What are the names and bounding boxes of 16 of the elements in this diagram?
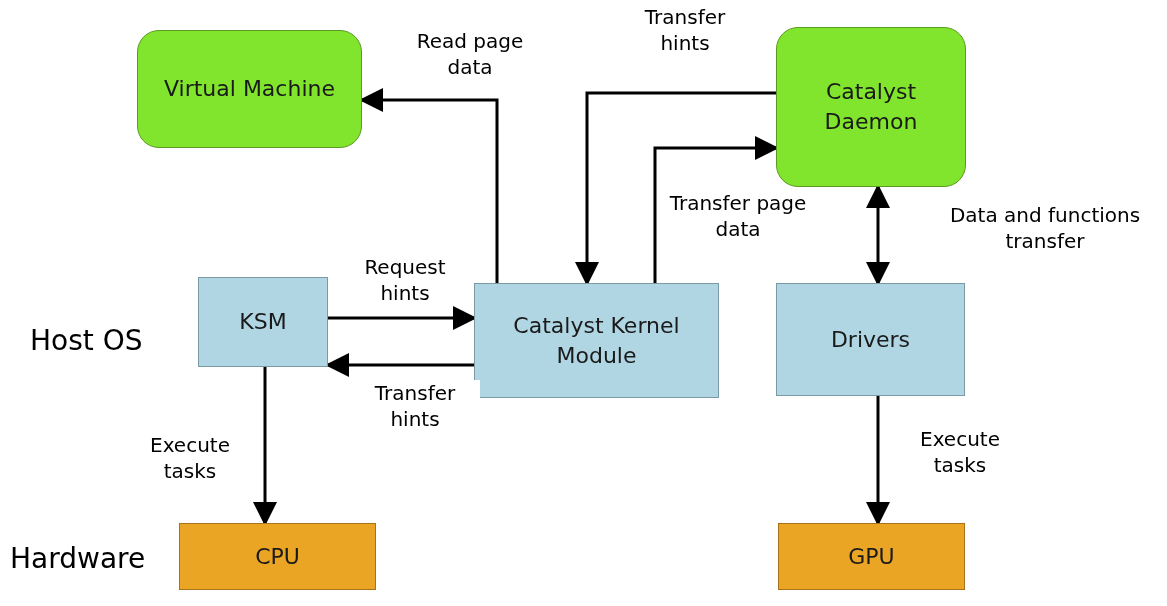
box-label: GPU xyxy=(848,542,895,571)
box-label: CPU xyxy=(255,542,300,571)
box-label: KSM xyxy=(239,308,287,336)
hardware-box xyxy=(179,523,376,590)
box-label: Catalyst Daemon xyxy=(823,78,919,136)
box-label: Drivers xyxy=(830,325,911,354)
component-box xyxy=(776,27,966,187)
hardware-box xyxy=(778,523,965,590)
box-label: Catalyst Kernel Module xyxy=(512,311,681,370)
component-box xyxy=(198,277,328,367)
layer-label: Hardware xyxy=(10,541,146,577)
component-box xyxy=(776,283,965,396)
component-box xyxy=(137,30,362,148)
layer-label: Host OS xyxy=(30,323,143,359)
box-label: Virtual Machine xyxy=(164,75,335,103)
component-box xyxy=(474,283,719,398)
